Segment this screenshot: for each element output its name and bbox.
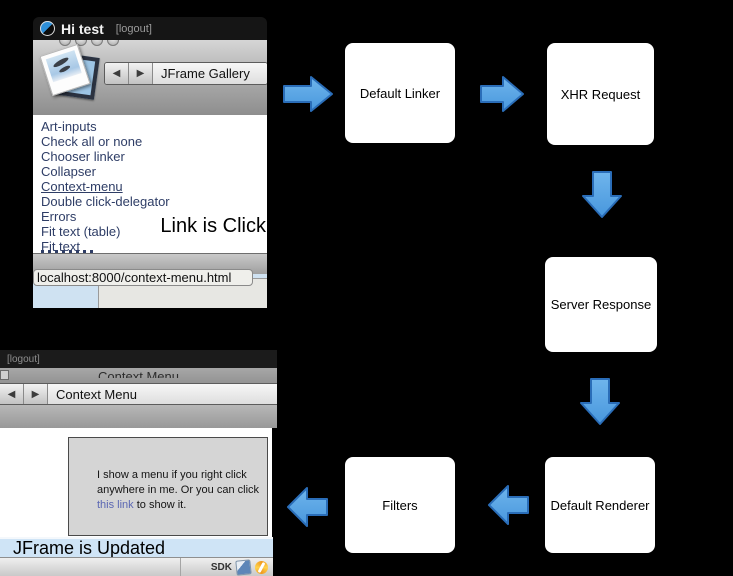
link-clicked-annotation: Link is Click bbox=[160, 215, 266, 237]
demo-text-line2: anywhere in me. Or you can click bbox=[97, 484, 260, 496]
back-button[interactable]: ◀ bbox=[0, 384, 24, 404]
window-button-icon[interactable] bbox=[75, 40, 87, 46]
jframe-updated-annotation: JFrame is Updated bbox=[13, 537, 166, 558]
gallery-link-chooser-linker[interactable]: Chooser linker bbox=[41, 149, 125, 164]
status-bar: SDK bbox=[0, 557, 273, 576]
context-menu-window: [logout] Context Menu ◀ ▶ Context Menu I… bbox=[0, 350, 277, 576]
gallery-link-list: Art-inputs Check all or none Chooser lin… bbox=[33, 115, 267, 253]
nav-widget: ◀ ▶ Context Menu bbox=[0, 383, 277, 405]
arrow-right-icon bbox=[283, 76, 333, 112]
demo-text-line3-rest: to show it. bbox=[133, 499, 187, 511]
gallery-link-fit-text[interactable]: Fit text bbox=[41, 239, 81, 253]
window-button-icon[interactable] bbox=[107, 40, 119, 46]
nav-title: JFrame Gallery bbox=[153, 63, 267, 84]
flow-node-xhr-request: XHR Request bbox=[547, 43, 654, 145]
window-control-buttons bbox=[59, 40, 119, 46]
page-content: I show a menu if you right click anywher… bbox=[0, 428, 272, 537]
gallery-link-context-menu[interactable]: Context-menu bbox=[41, 179, 123, 194]
arrow-right-icon bbox=[480, 76, 524, 112]
nav-title: Context Menu bbox=[48, 384, 277, 404]
sdk-label: SDK bbox=[210, 561, 232, 573]
app-logo-icon bbox=[40, 21, 55, 36]
window-bottom-strip: localhost:8000/context-menu.html bbox=[33, 253, 267, 308]
context-menu-demo-box[interactable]: I show a menu if you right click anywher… bbox=[68, 437, 268, 536]
forward-button[interactable]: ▶ bbox=[24, 384, 48, 404]
gallery-photos-icon bbox=[39, 43, 100, 103]
clipped-page-title: Context Menu bbox=[98, 369, 179, 378]
window-title: Hi test bbox=[61, 20, 104, 37]
nav-widget: ◀ ▶ JFrame Gallery bbox=[104, 62, 267, 85]
status-url-tooltip: localhost:8000/context-menu.html bbox=[33, 269, 253, 286]
logout-link[interactable]: [logout] bbox=[7, 353, 40, 365]
photo-image bbox=[45, 50, 82, 83]
flow-node-default-linker: Default Linker bbox=[345, 43, 455, 143]
clipped-link-row bbox=[41, 250, 97, 253]
arrow-left-icon bbox=[287, 487, 328, 527]
gallery-link-fit-text-table[interactable]: Fit text (table) bbox=[41, 224, 121, 239]
flow-node-default-renderer: Default Renderer bbox=[545, 457, 655, 553]
window-titlebar: Hi test [logout] bbox=[33, 17, 267, 40]
window-button-icon[interactable] bbox=[59, 40, 71, 46]
window-toolbar: ◀ ▶ JFrame Gallery bbox=[33, 40, 267, 115]
window-button-icon[interactable] bbox=[91, 40, 103, 46]
status-divider bbox=[180, 558, 181, 576]
swirl-logo-icon[interactable] bbox=[255, 560, 268, 574]
gallery-link-check-all[interactable]: Check all or none bbox=[41, 134, 143, 149]
this-link[interactable]: this link bbox=[97, 499, 134, 511]
update-highlight-bar: JFrame is Updated bbox=[0, 537, 273, 558]
arrow-down-icon bbox=[580, 378, 620, 425]
window-corner-icon bbox=[0, 370, 9, 380]
window-titlebar: [logout] bbox=[0, 350, 277, 368]
forward-button[interactable]: ▶ bbox=[129, 63, 153, 84]
window-toolbar: Context Menu ◀ ▶ Context Menu bbox=[0, 368, 277, 428]
logout-link[interactable]: [logout] bbox=[115, 22, 152, 35]
gallery-link-art-inputs[interactable]: Art-inputs bbox=[41, 119, 97, 134]
gallery-link-double-click[interactable]: Double click-delegator bbox=[41, 194, 170, 209]
gallery-link-collapser[interactable]: Collapser bbox=[41, 164, 96, 179]
gallery-link-errors[interactable]: Errors bbox=[41, 209, 77, 224]
jframe-gallery-window: Hi test [logout] ◀ ▶ JFram bbox=[33, 17, 267, 308]
demo-text-line3: this link to show it. bbox=[97, 498, 267, 513]
gallery-mini-icon[interactable] bbox=[235, 558, 252, 576]
back-button[interactable]: ◀ bbox=[105, 63, 129, 84]
flow-node-server-response: Server Response bbox=[545, 257, 657, 352]
demo-text-line1: I show a menu if you right click bbox=[97, 469, 247, 481]
arrow-down-icon bbox=[582, 171, 622, 218]
flow-node-filters: Filters bbox=[345, 457, 455, 553]
arrow-left-icon bbox=[488, 485, 529, 525]
